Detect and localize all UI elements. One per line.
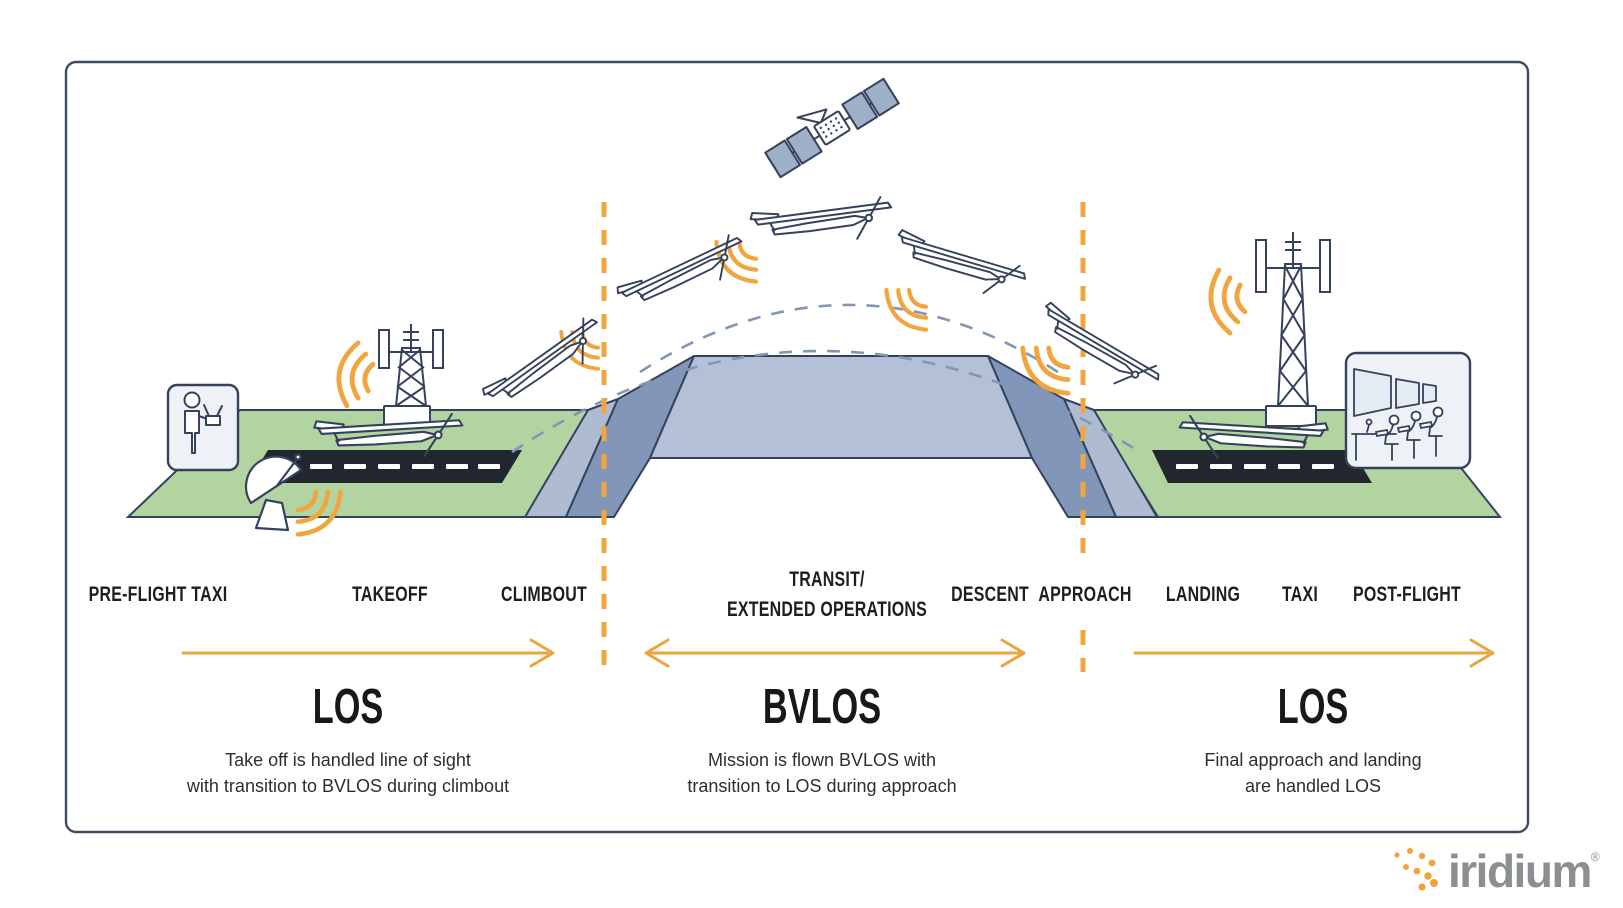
los-arrow-left: [181, 638, 555, 668]
flight-path-upper: [639, 303, 1071, 382]
phase-label-extended-operations: EXTENDED OPERATIONS: [726, 598, 928, 621]
iridium-wordmark: iridium: [1448, 845, 1592, 897]
phase-label-preflight-taxi: PRE-FLIGHT TAXI: [88, 583, 228, 606]
registered-mark: ®: [1590, 850, 1600, 864]
pilot-icon: [183, 391, 223, 454]
section-desc-los-left-line2: with transition to BVLOS during climbout: [186, 776, 510, 796]
phase-label-landing: LANDING: [1165, 583, 1241, 606]
phase-label-takeoff: TAKEOFF: [352, 583, 428, 606]
phase-label-descent: DESCENT: [951, 583, 1029, 606]
bvlos-arrow: [644, 638, 1026, 668]
los-arrow-right: [1133, 638, 1495, 668]
control-room-screens-icon: [1353, 368, 1437, 417]
runway-right-centerline: [1176, 464, 1334, 469]
satellite-dish-icon: [244, 453, 303, 532]
section-desc-bvlos-line1: Mission is flown BVLOS with: [707, 750, 937, 770]
phase-label-approach: APPROACH: [1038, 583, 1132, 606]
phase-label-transit: TRANSIT/: [789, 568, 865, 591]
control-room-card: [1344, 351, 1472, 470]
section-title-bvlos: BVLOS: [762, 680, 882, 734]
section-title-los-right: LOS: [1277, 680, 1349, 734]
remote-pilot-card: [166, 383, 240, 472]
section-desc-los-left-line1: Take off is handled line of sight: [225, 750, 471, 770]
flight-path-main: [511, 349, 1141, 454]
remote-controller-icon: [205, 415, 221, 426]
iridium-logo: iridium ®: [1392, 846, 1600, 896]
phase-label-postflight: POST-FLIGHT: [1352, 583, 1462, 606]
cell-tower-right-icon: [1255, 232, 1331, 427]
section-title-los-left: LOS: [312, 680, 384, 734]
phase-label-climbout: CLIMBOUT: [500, 583, 588, 606]
iridium-dots-icon: [1394, 848, 1438, 891]
section-desc-los-right-line1: Final approach and landing: [1204, 750, 1422, 770]
section-desc-bvlos-line2: transition to LOS during approach: [687, 776, 957, 796]
control-room-operators-icon: [1351, 406, 1444, 461]
section-desc-los-right-line2: are handled LOS: [1244, 776, 1382, 796]
runway-left-centerline: [276, 464, 500, 469]
terrain-mountain: [524, 355, 1158, 518]
phase-label-taxi: TAXI: [1281, 583, 1319, 606]
